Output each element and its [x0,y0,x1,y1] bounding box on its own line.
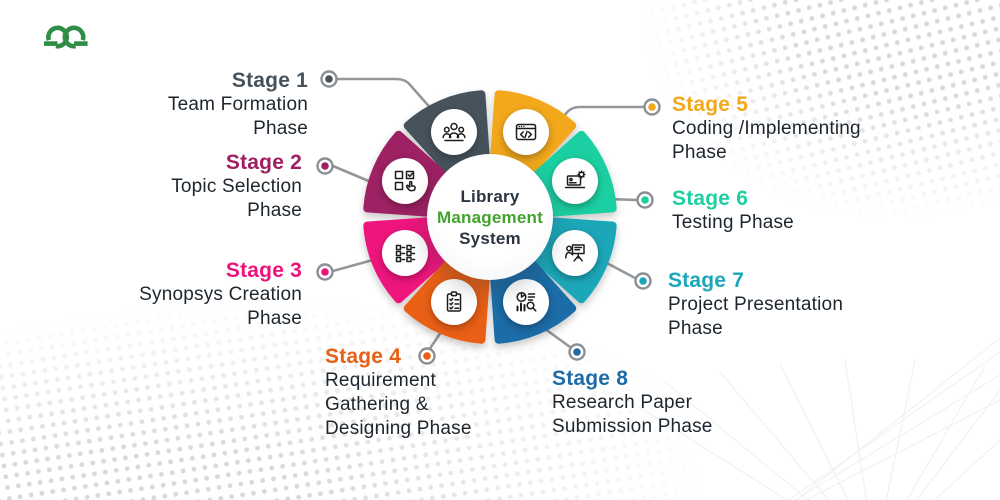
center-title: Library Management System [437,186,543,249]
stage-4-phase: Requirement Gathering & Designing Phase [325,370,472,439]
stage-7-phase: Project Presentation Phase [668,294,844,339]
dot-stage-1 [320,70,338,88]
dot-stage-6 [636,191,654,209]
clipboard-icon [446,291,462,312]
center-title-line1: Library [460,186,520,206]
stage-2-chip [382,158,428,204]
stage-5-phase: Coding /Implementing Phase [672,118,861,163]
analytics-icon [516,291,537,312]
stage-8-phase: Research Paper Submission Phase [552,392,713,437]
connector-stage-1 [335,77,436,114]
stage-3-name: Stage 3 [225,259,302,282]
code-window-icon [515,123,537,141]
stage-8-label-block: Stage 8 Research Paper Submission Phase [552,366,713,439]
stage-5-label-block: Stage 5 Coding /Implementing Phase [672,92,861,165]
stage-2-label-block: Stage 2 Topic Selection Phase [171,150,302,223]
geeksforgeeks-logo [44,25,88,49]
checklist-select-icon [394,170,416,192]
stage-1-phase: Team Formation Phase [167,94,308,139]
center-hub: Library Management System [427,154,553,280]
laptop-gear-icon [564,170,586,189]
stage-1-label-block: Stage 1 Team Formation Phase [168,68,308,141]
dot-stage-8 [568,343,586,361]
stage-2-name: Stage 2 [225,151,302,174]
center-title-line2: Management [437,207,543,227]
dot-stage-3 [316,263,334,281]
team-icon [442,122,466,142]
stage-4-chip [431,279,477,325]
stage-5-name: Stage 5 [672,93,749,116]
dot-stage-2 [316,157,334,175]
stage-7-name: Stage 7 [668,269,745,292]
stage-4-name: Stage 4 [325,345,402,368]
stage-5-chip [503,109,549,155]
stage-6-name: Stage 6 [672,187,749,210]
stage-7-chip [552,230,598,276]
stage-1-name: Stage 1 [231,69,308,92]
stage-7-label-block: Stage 7 Project Presentation Phase [668,268,843,341]
stage-3-phase: Synopsys Creation Phase [139,284,302,329]
stage-4-label-block: Stage 4 Requirement Gathering & Designin… [325,344,472,441]
dot-stage-5 [643,98,661,116]
stage-3-label-block: Stage 3 Synopsys Creation Phase [139,258,302,331]
dot-stage-7 [634,272,652,290]
presentation-icon [565,244,585,262]
grid-icon [395,244,416,263]
stage-6-phase: Testing Phase [672,212,794,233]
stage-2-phase: Topic Selection Phase [171,176,302,221]
stage-3-chip [382,230,428,276]
stage-6-label-block: Stage 6 Testing Phase [672,186,794,235]
stage-1-chip [431,109,477,155]
stage-8-name: Stage 8 [552,367,629,390]
center-title-line3: System [459,228,521,248]
stage-8-chip [503,279,549,325]
stage-6-chip [552,158,598,204]
